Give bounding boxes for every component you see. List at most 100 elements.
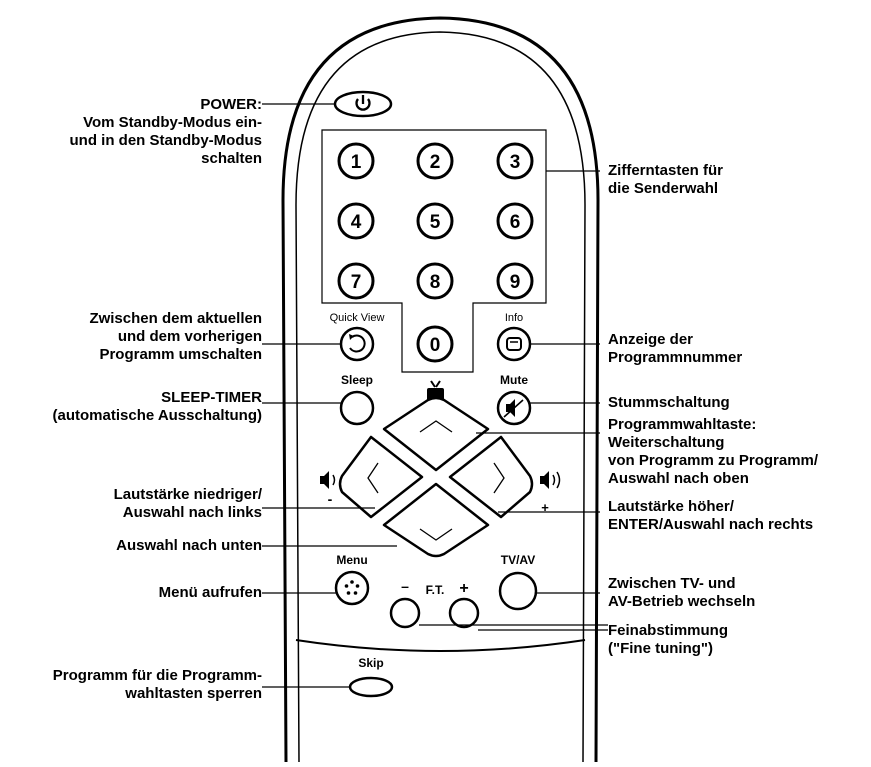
ft-minus-label: – [401,578,409,594]
menu-button[interactable] [334,570,370,606]
info-label: Info [505,312,523,324]
callout-line: Menü aufrufen [158,584,262,601]
callout-fine-tuning: Feinabstimmung ("Fine tuning") [608,622,728,658]
callout-volume-down: Lautstärke niedriger/ Auswahl nach links [114,486,262,522]
callout-line: die Senderwahl [608,180,719,197]
callout-line: und in den Standby-Modus [69,132,262,149]
ft-label: F.T. [426,583,445,597]
callout-line: Lautstärke höher/ [608,498,734,515]
digit-key-label: 6 [510,212,521,233]
digit-key-0[interactable]: 0 [416,325,454,363]
ft-plus-label: + [459,580,468,597]
display-icon [506,337,522,351]
mute-label: Mute [500,373,528,387]
digit-key-5[interactable]: 5 [416,202,454,240]
callout-line: Zifferntasten für [608,162,724,179]
digit-key-3[interactable]: 3 [496,142,534,180]
callout-line: Anzeige der [608,331,694,348]
callout-line: Programmwahltaste: [608,416,757,433]
digit-key-label: 4 [351,212,362,233]
digit-key-6[interactable]: 6 [496,202,534,240]
callout-power: POWER: Vom Standby-Modus ein- und in den… [70,96,262,168]
speaker-icon [320,471,336,489]
callout-line: Programm für die Programm- [52,667,262,684]
callout-line: ENTER/Auswahl nach rechts [608,516,814,533]
callout-mute: Stummschaltung [608,394,730,412]
digit-key-9[interactable]: 9 [496,262,534,300]
callout-line: Zwischen dem aktuellen [89,310,262,327]
tv-av-label: TV/AV [501,553,535,567]
callout-line: Stummschaltung [608,394,730,411]
callout-sleep: SLEEP-TIMER (automatische Ausschaltung) [53,389,262,425]
power-button[interactable] [333,90,393,118]
quick-view-label: Quick View [330,312,385,324]
digit-key-7[interactable]: 7 [337,262,375,300]
remote-body-inner [295,31,586,763]
keypad-frame [321,129,547,373]
chevron-left-icon [367,462,379,494]
volume-minus-label: - [328,491,333,507]
callout-line: Programmnummer [608,349,743,366]
digit-key-4[interactable]: 4 [337,202,375,240]
menu-icon [344,580,360,595]
callout-line: SLEEP-TIMER [161,389,262,406]
callout-line: Programm umschalten [99,346,262,363]
skip-label: Skip [358,656,383,670]
chevron-right-icon [493,462,505,494]
callout-channel-up: Programmwahltaste: Weiterschaltung von P… [608,416,818,488]
mute-button[interactable] [496,390,532,426]
chevron-up-icon [419,420,453,433]
callout-line: Auswahl nach oben [608,470,749,487]
callout-tv-av: Zwischen TV- und AV-Betrieb wechseln [608,575,755,611]
digit-key-1[interactable]: 1 [337,142,375,180]
digit-key-8[interactable]: 8 [416,262,454,300]
chevron-down-icon [419,528,453,541]
sleep-button[interactable] [339,390,375,426]
menu-label: Menu [336,553,367,567]
callout-digits: Zifferntasten für die Senderwahl [608,162,723,198]
info-button[interactable] [496,326,532,362]
channel-up-button[interactable] [382,396,490,472]
callout-line: ("Fine tuning") [608,640,714,657]
callout-line: AV-Betrieb wechseln [608,593,756,610]
callout-line: wahltasten sperren [125,685,262,702]
callout-quick-view: Zwischen dem aktuellen und dem vorherige… [89,310,262,364]
volume-up-button[interactable] [448,435,534,519]
power-icon [355,98,371,111]
callout-skip: Programm für die Programm- wahltasten sp… [53,667,262,703]
remote-divider [295,639,586,652]
fine-tuning-minus-button[interactable] [389,597,421,629]
digit-key-label: 2 [430,152,441,173]
callout-line: Feinabstimmung [608,622,729,639]
digit-key-label: 9 [510,272,521,293]
callout-volume-up: Lautstärke höher/ ENTER/Auswahl nach rec… [608,498,813,534]
digit-key-label: 3 [510,152,521,173]
callout-line: Lautstärke niedriger/ [113,486,262,503]
callout-line: von Programm zu Programm/ [608,452,819,469]
quick-view-button[interactable] [339,326,375,362]
recall-icon [349,334,366,353]
volume-plus-label: + [541,500,549,515]
callout-line: und dem vorherigen [117,328,262,345]
callout-line: POWER: [200,96,262,113]
callout-line: Auswahl nach links [122,504,262,521]
callout-down: Auswahl nach unten [116,537,262,555]
skip-button[interactable] [348,676,394,698]
digit-key-label: 1 [351,152,362,173]
digit-key-label: 8 [430,272,441,293]
callout-line: Weiterschaltung [608,434,725,451]
callout-line: Auswahl nach unten [116,537,262,554]
speaker-loud-icon [540,471,561,489]
callout-line: Zwischen TV- und [608,575,736,592]
digit-key-2[interactable]: 2 [416,142,454,180]
tv-av-button[interactable] [498,571,538,611]
callout-line: (automatische Ausschaltung) [52,407,262,424]
digit-key-label: 5 [430,212,441,233]
fine-tuning-plus-button[interactable] [448,597,480,629]
volume-down-button[interactable] [338,435,424,519]
channel-down-button[interactable] [382,482,490,558]
digit-key-label: 0 [430,335,441,356]
mute-icon [506,399,515,417]
